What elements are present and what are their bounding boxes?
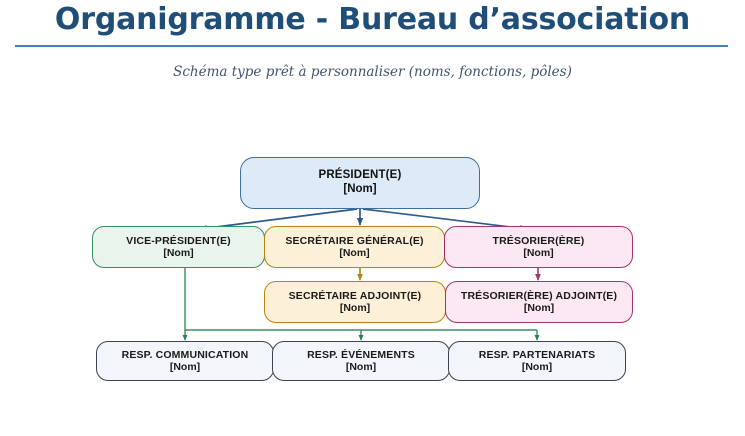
node-tresorier-adjoint-role: TRÉSORIER(ÈRE) ADJOINT(E) bbox=[460, 289, 618, 302]
node-secretaire-adjoint[interactable]: SECRÉTAIRE ADJOINT(E) [Nom] bbox=[264, 281, 446, 323]
node-secretaire-general-role: SECRÉTAIRE GÉNÉRAL(E) bbox=[285, 234, 424, 247]
title-divider bbox=[15, 45, 728, 47]
node-resp-evenements-name: [Nom] bbox=[345, 361, 377, 373]
page-title: Organigramme - Bureau d’association bbox=[54, 2, 691, 37]
node-tresorier-adjoint[interactable]: TRÉSORIER(ÈRE) ADJOINT(E) [Nom] bbox=[445, 281, 633, 323]
node-tresorier[interactable]: TRÉSORIER(ÈRE) [Nom] bbox=[444, 226, 633, 268]
node-secretaire-general[interactable]: SECRÉTAIRE GÉNÉRAL(E) [Nom] bbox=[264, 226, 445, 268]
node-secretaire-adjoint-name: [Nom] bbox=[339, 302, 371, 314]
node-tresorier-adjoint-name: [Nom] bbox=[523, 302, 555, 314]
node-president[interactable]: PRÉSIDENT(E) [Nom] bbox=[240, 157, 480, 209]
node-president-role: PRÉSIDENT(E) bbox=[318, 169, 402, 182]
page-subtitle: Schéma type prêt à personnaliser (noms, … bbox=[173, 64, 572, 80]
node-resp-partenariats-role: RESP. PARTENARIATS bbox=[478, 348, 596, 361]
node-vice-president[interactable]: VICE-PRÉSIDENT(E) [Nom] bbox=[92, 226, 265, 268]
node-tresorier-role: TRÉSORIER(ÈRE) bbox=[492, 234, 585, 247]
node-tresorier-name: [Nom] bbox=[523, 247, 554, 259]
node-vice-president-name: [Nom] bbox=[163, 247, 194, 259]
node-resp-evenements[interactable]: RESP. ÉVÉNEMENTS [Nom] bbox=[272, 341, 450, 381]
node-president-name: [Nom] bbox=[343, 183, 377, 195]
node-secretaire-adjoint-role: SECRÉTAIRE ADJOINT(E) bbox=[288, 289, 422, 302]
node-resp-evenements-role: RESP. ÉVÉNEMENTS bbox=[307, 348, 415, 361]
node-resp-communication-role: RESP. COMMUNICATION bbox=[121, 348, 249, 361]
node-resp-communication-name: [Nom] bbox=[169, 361, 201, 373]
node-secretaire-general-name: [Nom] bbox=[339, 247, 370, 259]
node-vice-president-role: VICE-PRÉSIDENT(E) bbox=[126, 234, 231, 247]
node-resp-communication[interactable]: RESP. COMMUNICATION [Nom] bbox=[96, 341, 274, 381]
node-resp-partenariats-name: [Nom] bbox=[521, 361, 553, 373]
node-resp-partenariats[interactable]: RESP. PARTENARIATS [Nom] bbox=[448, 341, 626, 381]
